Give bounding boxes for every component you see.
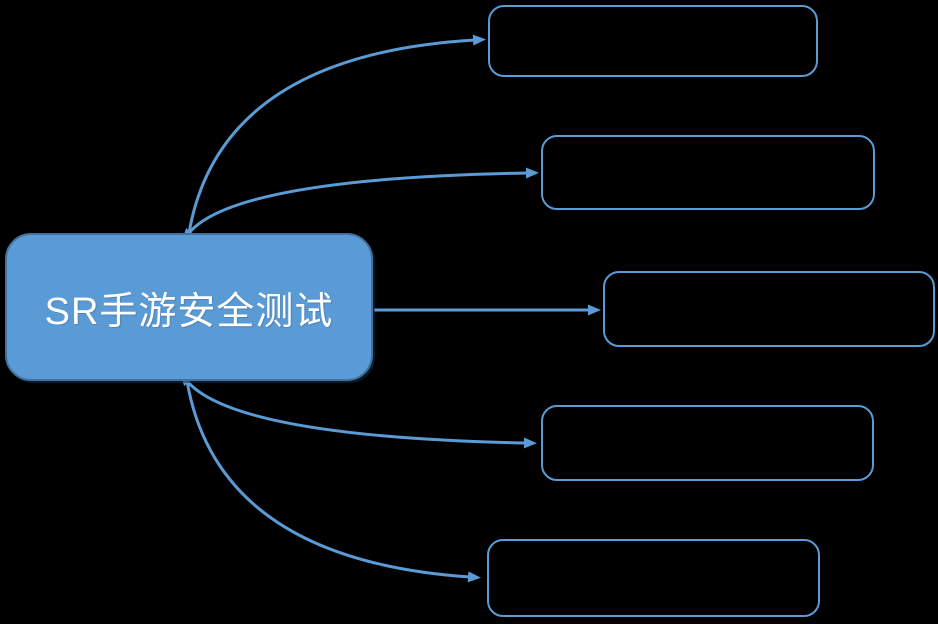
- connector-root-to-branch-2: [181, 167, 539, 242]
- branch-node-3: [603, 271, 935, 347]
- root-node: SR手游安全测试: [5, 233, 373, 381]
- root-node-label: SR手游安全测试: [44, 290, 334, 333]
- branch-node-1: [488, 5, 818, 77]
- connector-root-to-branch-5: [185, 380, 481, 583]
- connector-root-to-branch-1: [187, 34, 486, 234]
- branch-node-2: [541, 135, 875, 210]
- branch-node-5: [487, 539, 820, 617]
- connector-root-to-branch-4: [179, 372, 537, 449]
- branch-node-4: [541, 405, 874, 481]
